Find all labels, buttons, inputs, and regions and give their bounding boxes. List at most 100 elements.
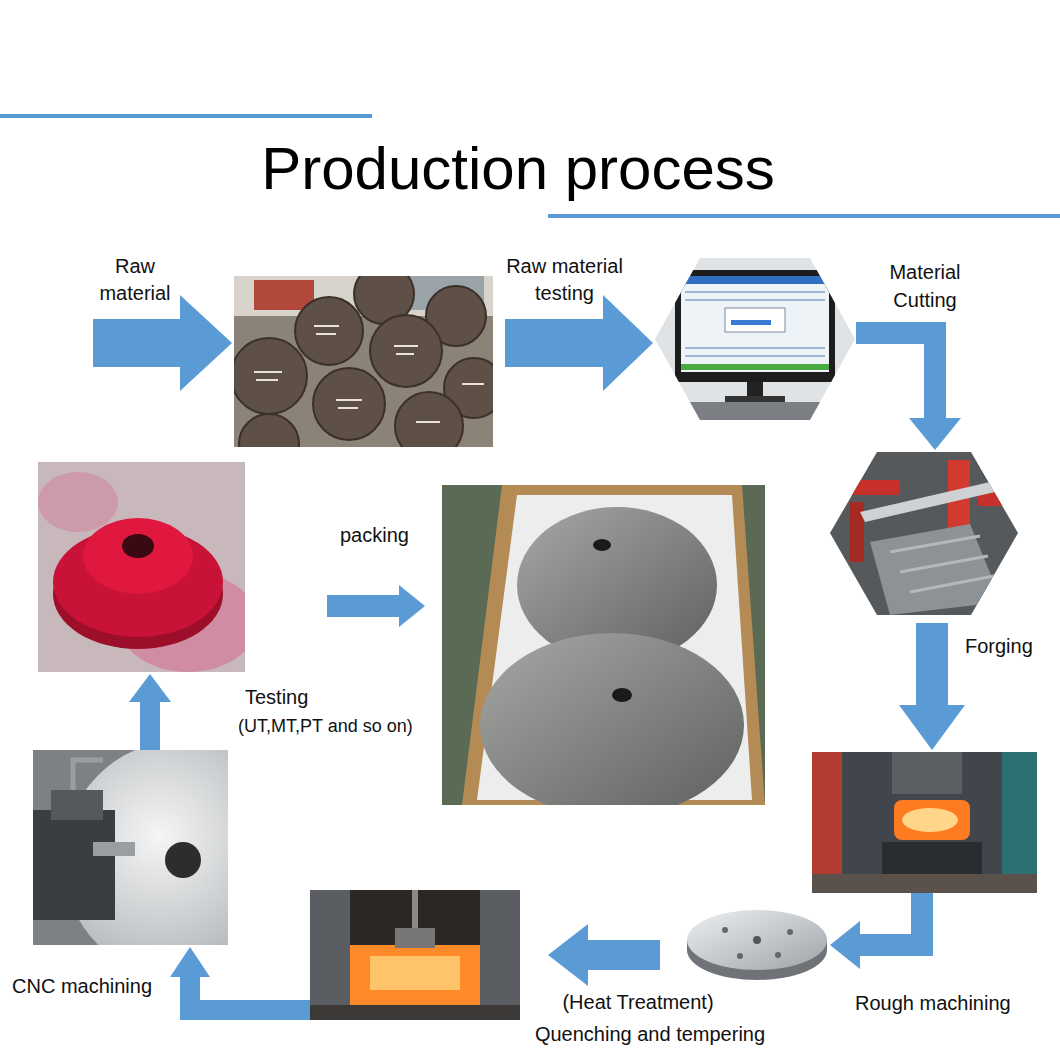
step-label: (Heat Treatment) [558,989,718,1016]
arrow-shaft [140,701,160,750]
cutting-photo [830,452,1018,615]
logs-photo [254,326,484,422]
step-label: Material Cutting [876,258,974,314]
process-step: CNC machining [33,750,228,945]
arrow-head [170,947,210,977]
arrow-head [129,674,171,702]
flow-arrow [856,333,961,450]
arrow-head [399,585,425,627]
logs-photo [231,338,307,414]
testing-screen-photo [725,396,785,402]
arrow-head [603,295,653,391]
process-step: Forging [812,752,1037,893]
testing-screen-photo [675,270,835,382]
testing-screen-photo [685,292,825,356]
logs-photo [239,414,299,474]
lathe-photo [33,740,303,980]
process-step: Raw material [234,276,493,447]
testing-screen-photo [731,320,771,325]
cutting-photo [830,452,1018,615]
lathe-photo [165,842,201,878]
testing-screen-photo [655,258,855,420]
cutting-photo [870,524,1002,615]
process-step: (Heat Treatment)Quenching and tempering [310,890,520,1020]
diagram-title: Production process [0,139,1036,199]
logs-photo [394,346,418,354]
logs-photo [416,421,440,423]
furnace-photo [310,890,520,1020]
input-arrow [93,295,232,391]
forging-photo [902,808,958,832]
step-label: Rough machining [855,990,1011,1017]
logs-photo [336,400,362,408]
step-label: (UT,MT,PT and so on) [238,713,413,740]
process-step: packing [442,485,765,805]
lathe-photo [93,842,135,856]
furnace-photo [310,890,350,1020]
furnace-photo [310,1005,520,1020]
furnace-photo [480,890,520,1020]
flow-arrow [129,674,171,750]
arrow-shaft [327,595,400,617]
lathe-photo [33,810,115,920]
arrow-head [548,924,588,986]
step-label: Raw material [80,253,190,307]
tested-part-photo [38,472,118,532]
logs-photo [231,264,504,474]
testing-screen-photo [655,258,855,420]
disc-photo [722,927,728,933]
logs-photo [313,368,385,440]
cutting-photo [830,452,1018,615]
title-rule [548,214,1060,218]
forging-photo [894,800,970,840]
furnace-photo [310,890,520,1020]
forging-photo [812,752,842,893]
cutting-photo [860,482,995,522]
packing-photo [480,633,744,817]
process-step: Raw material testing [655,258,855,420]
arrow-head [830,921,860,969]
forging-photo [892,752,962,794]
logs-photo [370,315,442,387]
forging-photo [1002,752,1037,893]
step-label: Quenching and tempering [526,1021,774,1048]
testing-screen-photo [681,276,829,284]
flow-arrow [327,585,425,627]
cutting-photo [830,480,900,495]
packing-photo [442,485,765,817]
cutting-photo [890,536,994,592]
lathe-photo [73,760,103,790]
testing-screen-photo [681,364,829,370]
flow-arrow [899,623,965,750]
testing-screen-photo [681,276,829,372]
logs-photo [295,297,363,365]
arrow-head [899,705,965,750]
tested-part-photo [83,518,193,594]
logs-photo [395,392,463,460]
title-rule [0,114,372,118]
forging-photo [812,874,1037,893]
furnace-photo [350,945,480,1005]
process-step: Rough machining [685,905,828,985]
arrow-shaft [916,623,948,706]
disc-photo [753,936,761,944]
flow-arrow [830,893,922,969]
arrow-shaft [856,333,935,419]
furnace-photo [395,928,435,948]
flow-arrow [170,947,310,1010]
forging-photo [812,752,1037,893]
arrow-shaft [587,940,660,970]
tested-part-photo [122,534,154,558]
cutting-photo [850,502,864,562]
step-label: CNC machining [12,973,152,1000]
disc-photo [737,953,743,959]
arrow-shaft [505,319,604,367]
step-label: Forging [965,633,1033,660]
logs-photo [231,264,504,474]
arrow-shaft [859,893,922,945]
flow-arrow [548,924,660,986]
process-step: Material Cutting [830,452,1018,615]
packing-photo [593,539,611,551]
packing-photo [612,688,632,702]
